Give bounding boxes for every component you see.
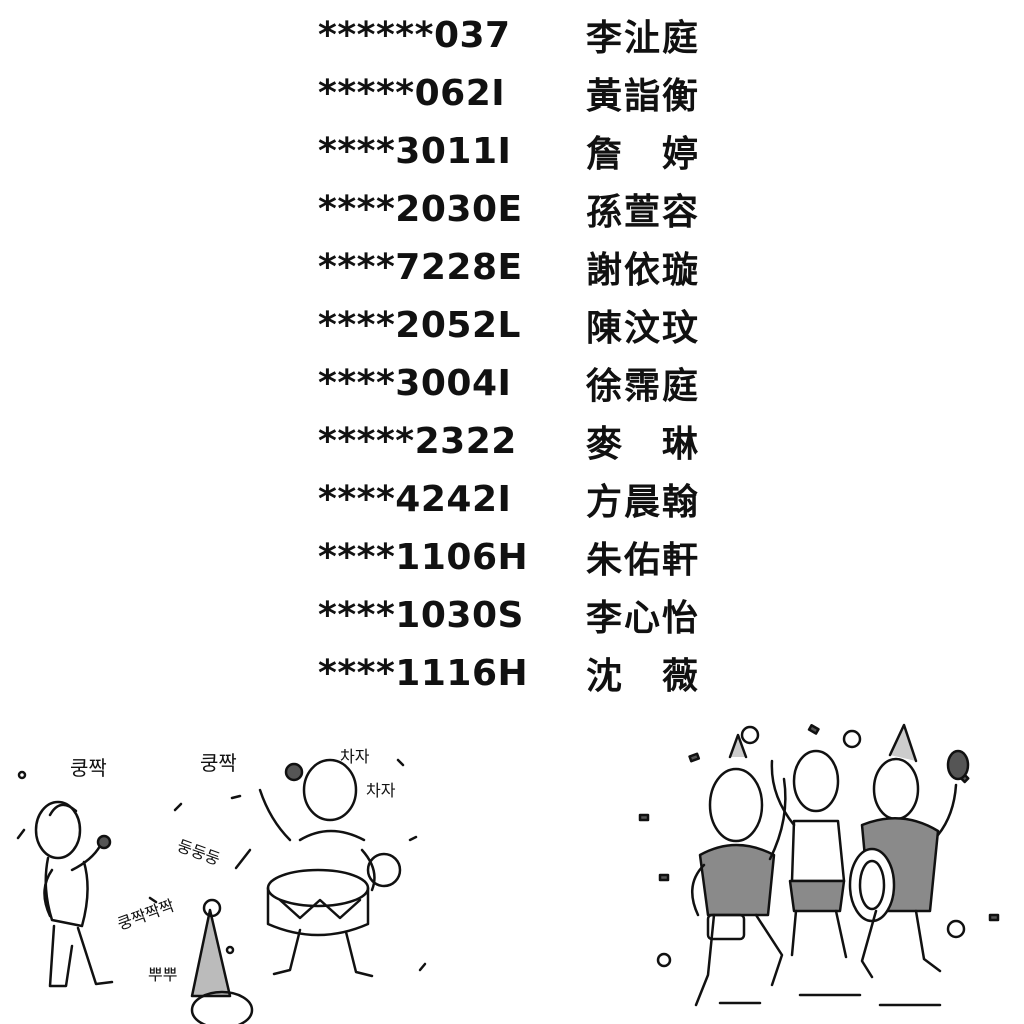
student-name: 李心怡 (586, 598, 701, 639)
sound-text: 차자 (340, 747, 370, 766)
student-id: ****3004I (318, 362, 512, 404)
roster-row: *****2322 麥 琳 (318, 412, 738, 470)
dancing-person-icon (770, 749, 848, 959)
sound-text: 쿵짝 (70, 756, 107, 780)
student-id: ****2030E (318, 188, 523, 230)
sound-text: 쿵짝짝짝 (115, 896, 177, 934)
roster-row: ****3011I 詹 婷 (318, 122, 738, 180)
sound-text: 차자 (366, 781, 396, 800)
roster-row: ****7228E 謝依璇 (318, 238, 738, 296)
student-name: 徐霈庭 (586, 366, 701, 407)
roster-row: ****3004I 徐霈庭 (318, 354, 738, 412)
roster-row: ****4242I 方晨翰 (318, 470, 738, 528)
sound-text: 쿵짝 (200, 751, 237, 775)
student-name: 朱佑軒 (586, 540, 701, 581)
student-id: ****7228E (318, 246, 523, 288)
roster-row: ****1030S 李心怡 (318, 586, 738, 644)
student-id: ****1116H (318, 652, 529, 694)
confetti-icon (16, 758, 427, 972)
student-name: 謝依璇 (586, 250, 701, 291)
student-name: 李沚庭 (586, 18, 701, 59)
student-name: 陳汶玟 (586, 308, 701, 349)
roster-list: ******037 李沚庭 *****062I 黃詣衡 ****3011I 詹 婷 *… (318, 6, 738, 702)
party-hat-person-icon (190, 898, 254, 1024)
student-id: ****1030S (318, 594, 524, 636)
roster-row: ****1106H 朱佑軒 (318, 528, 738, 586)
student-id: ****3011I (318, 130, 512, 172)
student-name: 詹 婷 (586, 134, 701, 175)
student-name: 麥 琳 (586, 424, 701, 465)
roster-row: ******037 李沚庭 (318, 6, 738, 64)
confetti-icon (638, 724, 1000, 968)
drummer-icon (234, 758, 402, 978)
student-name: 黃詣衡 (586, 76, 701, 117)
roster-row: ****1116H 沈 薇 (318, 644, 738, 702)
student-id: ****4242I (318, 478, 512, 520)
party-cartoon-left: 쿵짝 쿵짝 둥둥둥 쿵짝짝짝 뿌뿌 차자 차자 (16, 747, 427, 1024)
student-id: ******037 (318, 14, 511, 56)
sound-text: 둥둥둥 (175, 836, 223, 869)
roster-row: *****062I 黃詣衡 (318, 64, 738, 122)
student-name: 孫萱容 (586, 192, 701, 233)
dancing-person-icon (691, 733, 787, 1007)
student-id: *****2322 (318, 420, 517, 462)
student-name: 沈 薇 (586, 656, 701, 697)
student-name: 方晨翰 (586, 482, 701, 523)
student-id: ****2052L (318, 304, 521, 346)
student-id: *****062I (318, 72, 506, 114)
sound-text: 뿌뿌 (148, 965, 177, 984)
party-cartoon-right (638, 723, 1000, 1007)
student-id: ****1106H (318, 536, 529, 578)
roster-row: ****2052L 陳汶玟 (318, 296, 738, 354)
dancing-person-icon (34, 800, 114, 988)
drummer-icon (848, 723, 970, 979)
roster-row: ****2030E 孫萱容 (318, 180, 738, 238)
